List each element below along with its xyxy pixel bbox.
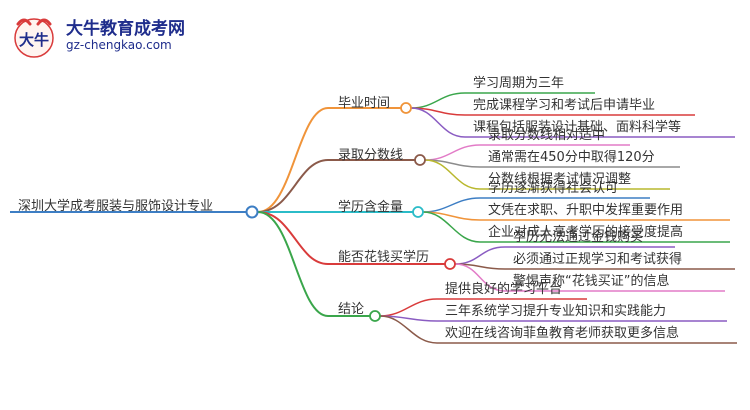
branch-link-5 (257, 211, 329, 317)
branch-topic-3: 学历含金量 (338, 200, 404, 215)
leaf-link-4-1 (454, 246, 506, 265)
leaf-link-3-3 (422, 211, 481, 243)
logo-url: gz-chengkao.com (66, 38, 172, 52)
leaf-topic-4-2: 必须通过正规学习和考试获得 (513, 252, 683, 267)
branch-node-2 (414, 154, 426, 166)
leaf-topic-2-1: 录取分数线相对适中 (488, 128, 606, 143)
leaf-link-2-1 (424, 144, 481, 161)
leaf-topic-1-2: 完成课程学习和考试后申请毕业 (473, 98, 656, 113)
leaf-link-1-1 (410, 92, 466, 109)
leaf-topic-2-2: 通常需在450分中取得120分 (488, 150, 655, 165)
leaf-link-2-3 (424, 159, 481, 190)
leaf-link-1-3 (410, 107, 466, 138)
leaf-topic-5-3: 欢迎在线咨询菲鱼教育老师获取更多信息 (445, 326, 680, 341)
leaf-topic-1-1: 学习周期为三年 (473, 76, 565, 91)
leaf-topic-5-1: 提供良好的学习平台 (445, 282, 563, 297)
root-topic: 深圳大学成考服装与服饰设计专业 (18, 199, 214, 214)
branch-link-2 (257, 159, 329, 213)
leaf-topic-3-1: 学历逐渐获得社会认可 (488, 181, 619, 196)
logo-title: 大牛教育成考网 (66, 19, 185, 39)
leaf-topic-1-3: 课程包括服装设计基础、面料科学等 (473, 120, 682, 135)
branch-link-4 (257, 211, 329, 265)
branch-topic-1: 毕业时间 (338, 96, 391, 111)
leaf-link-3-1 (422, 197, 481, 213)
branch-node-1 (400, 102, 412, 114)
leaf-link-5-3 (379, 315, 438, 344)
logo-mark-text: 大牛 (19, 31, 49, 49)
branch-node-3 (412, 206, 424, 218)
leaf-topic-4-1: 学历无法通过金钱购买 (513, 230, 644, 245)
bull-logo-icon: 大牛 (14, 18, 54, 58)
branch-topic-4: 能否花钱买学历 (338, 250, 430, 265)
branch-topic-2: 录取分数线 (338, 148, 404, 163)
branch-node-5 (369, 310, 381, 322)
branch-node-4 (444, 258, 456, 270)
leaf-link-5-1 (379, 298, 438, 317)
branch-link-1 (257, 107, 329, 213)
leaf-topic-5-2: 三年系统学习提升专业知识和实践能力 (445, 304, 667, 319)
site-logo[interactable]: 大牛 大牛教育成考网 gz-chengkao.com (10, 12, 185, 62)
leaf-link-4-3 (454, 263, 506, 292)
leaf-topic-4-3: 警惕声称“花钱买证”的信息 (513, 274, 670, 289)
branch-topic-5: 结论 (338, 302, 365, 317)
leaf-topic-3-3: 企业对成人高考学历的接受度提高 (488, 225, 684, 240)
leaf-topic-3-2: 文凭在求职、升职中发挥重要作用 (488, 203, 684, 218)
leaf-topic-2-3: 分数线根据考试情况调整 (488, 172, 632, 187)
root-node (245, 205, 259, 219)
